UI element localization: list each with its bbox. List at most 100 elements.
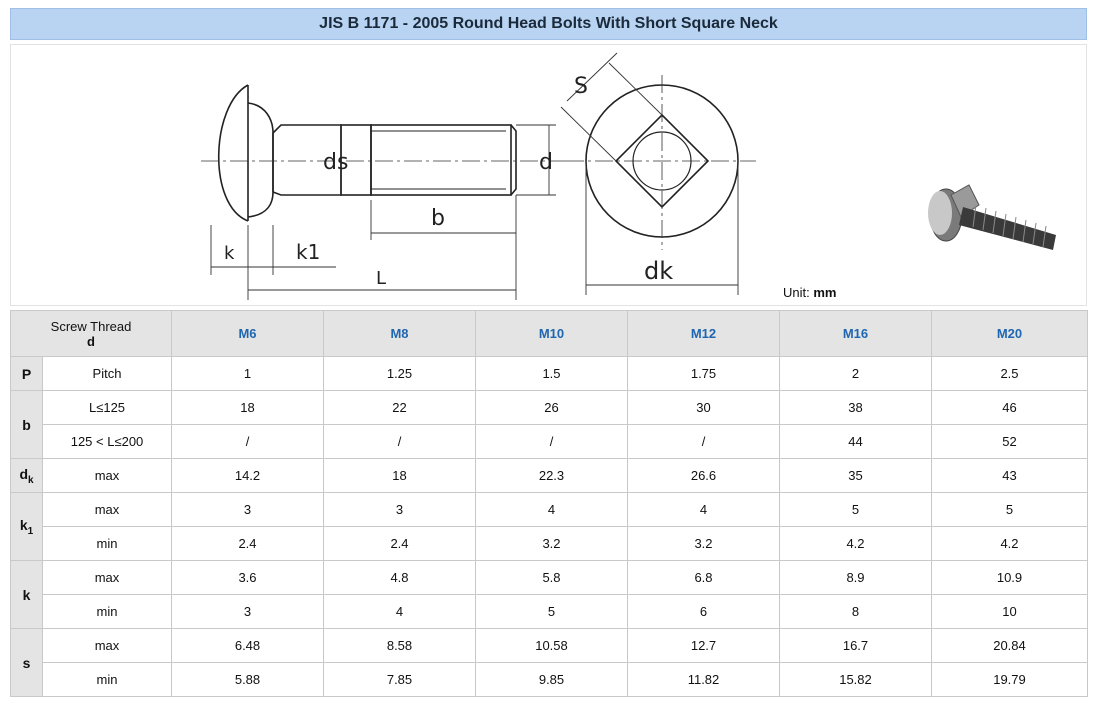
param-label: max [42,458,172,493]
value-cell: 7.85 [323,662,476,697]
value-cell: 8.58 [323,628,476,663]
bolt-thread [370,124,512,196]
value-cell: / [171,424,324,459]
value-cell: 16.7 [779,628,932,663]
value-cell: 3.2 [627,526,780,561]
header-size: M20 [931,310,1088,357]
bolt-technical-drawing: ds d b k k1 L S dk [201,52,1056,300]
value-cell: 1.5 [475,356,628,391]
value-cell: 6.8 [627,560,780,595]
value-cell: 2 [779,356,932,391]
value-cell: 26 [475,390,628,425]
value-cell: 5 [475,594,628,629]
value-cell: 6 [627,594,780,629]
value-cell: 1 [171,356,324,391]
param-label: max [42,560,172,595]
param-symbol: dk [10,458,43,493]
value-cell: 18 [171,390,324,425]
value-cell: 22.3 [475,458,628,493]
param-label: min [42,526,172,561]
page-title: JIS B 1171 - 2005 Round Head Bolts With … [10,8,1087,40]
label-dk: dk [644,257,673,285]
value-cell: 10.58 [475,628,628,663]
param-label: min [42,662,172,697]
value-cell: 38 [779,390,932,425]
value-cell: 2.4 [323,526,476,561]
param-label: Pitch [42,356,172,391]
value-cell: / [475,424,628,459]
value-cell: 4.2 [779,526,932,561]
value-cell: 10.9 [931,560,1088,595]
dimension-lines [210,124,556,300]
param-label: min [42,594,172,629]
value-cell: 3.2 [475,526,628,561]
param-symbol: k [10,560,43,629]
side-view [217,84,517,222]
value-cell: 14.2 [171,458,324,493]
value-cell: 19.79 [931,662,1088,697]
value-cell: 3 [323,492,476,527]
header-size: M12 [627,310,780,357]
value-cell: 22 [323,390,476,425]
param-symbol: P [10,356,43,391]
value-cell: 5.8 [475,560,628,595]
header-size: M16 [779,310,932,357]
param-label: max [42,628,172,663]
value-cell: 5 [779,492,932,527]
label-b: b [431,206,445,231]
value-cell: 15.82 [779,662,932,697]
value-cell: 8.9 [779,560,932,595]
header-size: M6 [171,310,324,357]
value-cell: 11.82 [627,662,780,697]
value-cell: 18 [323,458,476,493]
value-cell: 4 [627,492,780,527]
value-cell: 5 [931,492,1088,527]
value-cell: 35 [779,458,932,493]
value-cell: 46 [931,390,1088,425]
value-cell: / [627,424,780,459]
param-label: L≤125 [42,390,172,425]
label-L: L [376,268,386,289]
value-cell: 5.88 [171,662,324,697]
unit-label: Unit: mm [783,285,837,300]
value-cell: 1.75 [627,356,780,391]
value-cell: 4.2 [931,526,1088,561]
value-cell: 2.4 [171,526,324,561]
value-cell: / [323,424,476,459]
param-label: max [42,492,172,527]
value-cell: 1.25 [323,356,476,391]
drawing-labels: ds d b k k1 L S dk [224,74,673,289]
label-k: k [224,243,235,264]
param-label: 125 < L≤200 [42,424,172,459]
value-cell: 10 [931,594,1088,629]
value-cell: 6.48 [171,628,324,663]
param-symbol: s [10,628,43,697]
value-cell: 9.85 [475,662,628,697]
value-cell: 3 [171,492,324,527]
value-cell: 4 [323,594,476,629]
header-size: M8 [323,310,476,357]
param-symbol: b [10,390,43,459]
value-cell: 3 [171,594,324,629]
label-ds: ds [323,150,348,175]
value-cell: 43 [931,458,1088,493]
header-size: M10 [475,310,628,357]
value-cell: 12.7 [627,628,780,663]
value-cell: 44 [779,424,932,459]
value-cell: 8 [779,594,932,629]
value-cell: 4 [475,492,628,527]
value-cell: 26.6 [627,458,780,493]
